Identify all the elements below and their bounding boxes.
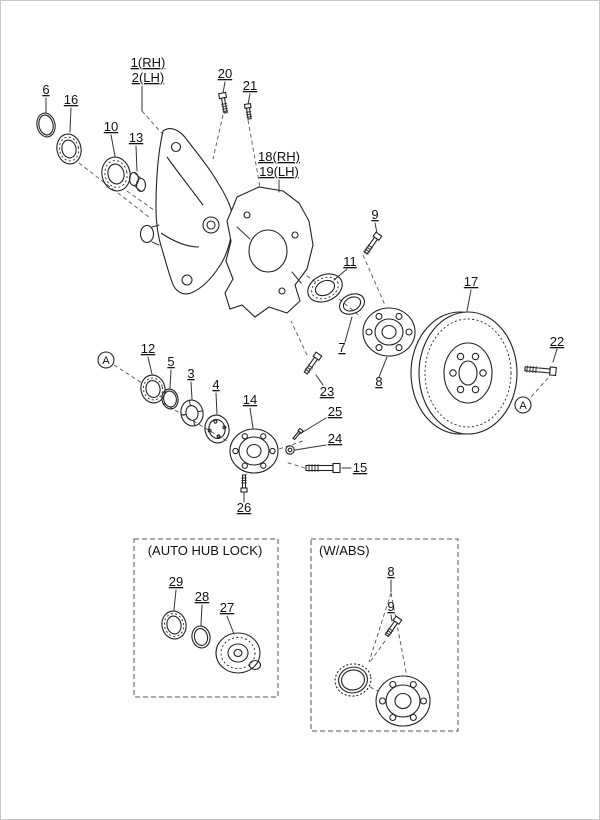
callout-1: 1(RH) (131, 55, 166, 70)
part-8-hub (362, 307, 416, 357)
part-16-seal (56, 133, 82, 165)
callout-19: 19(LH) (259, 164, 299, 179)
callout-22: 22 (550, 334, 564, 349)
callout-26: 26 (237, 500, 251, 515)
part-27-auto-hub (215, 632, 262, 674)
callout-3: 3 (187, 366, 194, 381)
part-26-bolt (240, 474, 248, 493)
callout-6: 6 (42, 82, 49, 97)
callout-8-abs: 8 (387, 564, 394, 579)
part-5-ring (161, 388, 179, 410)
callout-27: 27 (220, 600, 234, 615)
callout-10: 10 (104, 119, 118, 134)
part-24-washer (285, 445, 295, 455)
callout-12: 12 (141, 341, 155, 356)
callout-2: 2(LH) (132, 70, 165, 85)
part-7-seal (339, 293, 365, 315)
part-9-bolt (363, 231, 383, 255)
part-4-lock-nut (204, 414, 230, 444)
callout-9: 9 (371, 207, 378, 222)
part-11-bearing (307, 273, 343, 303)
callout-15: 15 (353, 460, 367, 475)
part-abs-tone-ring (334, 663, 372, 697)
inset-title-auto-hub-lock: (AUTO HUB LOCK) (148, 543, 263, 558)
part-13-bushing (128, 171, 147, 193)
part-15-bolt (305, 462, 341, 474)
callout-16: 16 (64, 92, 78, 107)
part-8-hub-abs (375, 675, 431, 727)
callout-13: 13 (129, 130, 143, 145)
part-9-bolt-abs (384, 615, 403, 638)
part-3-lock-washer (180, 399, 204, 427)
callout-20: 20 (218, 66, 232, 81)
callout-11: 11 (343, 254, 357, 269)
part-14-hub (229, 428, 279, 474)
leader-lines (45, 81, 558, 635)
part-10-bearing (101, 156, 131, 192)
callout-21: 21 (243, 78, 257, 93)
callout-29: 29 (169, 574, 183, 589)
part-18-dust-shield (224, 186, 314, 318)
section-marker-a-left: A (97, 351, 115, 369)
part-25-screw (292, 427, 304, 441)
callout-18: 18(RH) (258, 149, 300, 164)
part-20-bolt (218, 91, 229, 114)
part-23-bolt (303, 351, 323, 375)
callout-14: 14 (243, 392, 257, 407)
callout-8: 8 (375, 374, 382, 389)
part-12-seal (140, 374, 166, 404)
section-marker-a-right-label: A (519, 400, 527, 412)
section-marker-a-right: A (514, 396, 532, 414)
section-marker-a-left-label: A (102, 355, 110, 367)
part-knuckle (139, 128, 247, 295)
part-22-bolt (524, 365, 557, 377)
callout-17: 17 (464, 274, 478, 289)
callout-28: 28 (195, 589, 209, 604)
callout-9-abs: 9 (387, 599, 394, 614)
inset-title-w-abs: (W/ABS) (319, 543, 370, 558)
part-6-snap-ring (36, 112, 56, 138)
inset-box-w-abs (310, 538, 459, 732)
part-21-bolt (243, 103, 252, 120)
inset-box-auto-hub-lock (133, 538, 279, 698)
part-17-brake-disc (410, 311, 518, 435)
callout-23: 23 (320, 384, 334, 399)
callout-5: 5 (167, 354, 174, 369)
callout-7: 7 (338, 340, 345, 355)
part-28-ring (191, 625, 211, 649)
callout-24: 24 (328, 431, 342, 446)
callout-25: 25 (328, 404, 342, 419)
callout-4: 4 (212, 377, 219, 392)
part-29-seal (161, 610, 187, 640)
callout-labels: 6 16 10 13 1(RH) 2(LH) 20 21 18(RH) 19(L… (42, 55, 564, 615)
